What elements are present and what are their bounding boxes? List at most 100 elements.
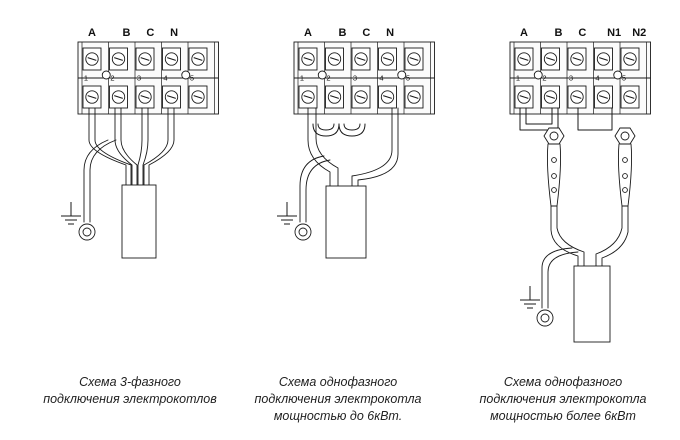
caption-line: Схема 3-фазного xyxy=(79,375,181,389)
cable-jacket xyxy=(121,184,157,259)
cable-jacket xyxy=(325,185,367,259)
terminal-number: 4 xyxy=(595,74,599,83)
screw-slot xyxy=(383,57,392,61)
crimp-dot xyxy=(551,157,557,163)
crimp-connector-phase xyxy=(543,127,565,207)
caption-three-phase: Схема 3-фазного подключения электрокотло… xyxy=(30,374,230,408)
screw-slot xyxy=(572,57,582,61)
terminal-letter: A xyxy=(88,27,96,39)
terminal-number: 3 xyxy=(569,74,573,83)
earth-wire xyxy=(89,139,117,223)
terminal-jumper xyxy=(613,70,623,80)
terminal-jumper xyxy=(181,70,191,80)
ground-symbol xyxy=(520,286,540,309)
terminal-letter: N xyxy=(386,27,394,39)
terminal-jumper xyxy=(533,70,543,80)
screw-slot xyxy=(519,95,529,99)
screw-slot xyxy=(303,95,313,99)
wire xyxy=(351,107,393,187)
terminal-letter: B xyxy=(554,27,562,39)
terminal-letter: C xyxy=(146,27,154,39)
earth-wire xyxy=(299,155,325,223)
crimp-nut-hole xyxy=(549,131,559,141)
screw-slot xyxy=(140,57,150,61)
jumper-loop xyxy=(317,123,335,131)
terminal-letter: C xyxy=(362,27,370,39)
wire xyxy=(142,107,149,186)
cable-jacket xyxy=(573,265,611,343)
screw-slot xyxy=(625,95,635,99)
screw-slot xyxy=(356,57,366,61)
caption-single-phase-up-to-6kw: Схема однофазного подключения электрокот… xyxy=(238,374,438,425)
crimp-dot xyxy=(622,157,628,163)
terminal-number: 2 xyxy=(542,74,546,83)
terminal-number: 5 xyxy=(190,74,194,83)
terminal-number: 3 xyxy=(353,74,357,83)
earth-wire xyxy=(541,247,573,309)
terminal-number: 1 xyxy=(300,74,304,83)
terminal-number: 2 xyxy=(110,74,114,83)
terminal-number: 2 xyxy=(326,74,330,83)
wire xyxy=(307,107,331,187)
screw-slot xyxy=(140,95,150,99)
earth-wire xyxy=(83,139,109,223)
screw-slot xyxy=(625,57,635,61)
jumper-loop xyxy=(343,123,361,131)
screw-slot xyxy=(409,95,419,99)
wire xyxy=(148,107,175,186)
ground-symbol xyxy=(277,202,297,225)
earth-ring-lug-hole xyxy=(82,227,92,237)
crimp-dot xyxy=(551,173,557,179)
wire xyxy=(88,107,127,186)
crimp-sleeve xyxy=(546,143,562,207)
terminal-jumper xyxy=(397,70,407,80)
ground-symbol xyxy=(61,202,81,225)
terminal-number: 1 xyxy=(516,74,520,83)
wire xyxy=(94,107,132,186)
bridge-bar xyxy=(519,107,559,131)
terminal-letter: C xyxy=(578,27,586,39)
screw-slot xyxy=(519,57,529,61)
crimp-connector-neutral xyxy=(614,127,636,207)
crimp-dot xyxy=(622,187,628,193)
screw-slot xyxy=(356,95,366,99)
earth-wire xyxy=(305,159,331,223)
wire xyxy=(143,107,169,186)
crimp-dot xyxy=(622,173,628,179)
caption-line: подключения электрокотла xyxy=(479,392,647,406)
crimp-dot xyxy=(551,187,557,193)
earth-ring-lug-hole xyxy=(540,313,550,323)
caption-line: мощностью до 6кВт. xyxy=(273,409,403,423)
bridge-bar xyxy=(577,107,613,131)
screw-slot xyxy=(303,57,313,61)
screw-slot xyxy=(572,95,582,99)
screw-slot xyxy=(114,57,123,61)
screw-slot xyxy=(599,57,608,61)
caption-line: Схема однофазного xyxy=(278,375,398,389)
terminal-number: 5 xyxy=(406,74,410,83)
terminal-number: 3 xyxy=(137,74,141,83)
screw-slot xyxy=(409,57,419,61)
screw-slot xyxy=(87,57,97,61)
crimp-sleeve xyxy=(617,143,633,207)
wire xyxy=(357,107,399,187)
screw-slot xyxy=(546,57,555,61)
screw-slot xyxy=(193,57,203,61)
caption-line: мощностью более 6кВт xyxy=(490,409,636,423)
screw-slot xyxy=(167,57,176,61)
terminal-number: 5 xyxy=(622,74,626,83)
terminal-letter: A xyxy=(304,27,312,39)
wire xyxy=(550,205,579,267)
screw-slot xyxy=(193,95,203,99)
caption-single-phase-over-6kw: Схема однофазного подключения электрокот… xyxy=(458,374,668,425)
wire xyxy=(114,107,133,186)
terminal-letter: N xyxy=(170,27,178,39)
caption-line: подключения электрокотлов xyxy=(43,392,217,406)
earth-wire xyxy=(547,251,579,309)
wire xyxy=(601,205,629,267)
